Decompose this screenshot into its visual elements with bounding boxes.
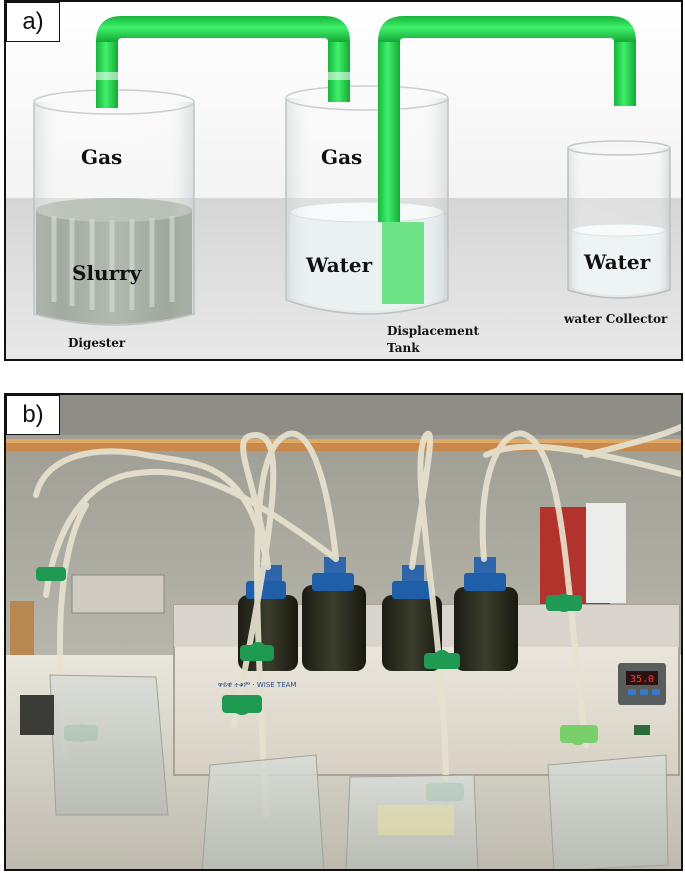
water-collector-beaker <box>567 140 671 299</box>
panel-b-label: b) <box>6 395 60 435</box>
digester-gas-label: Gas <box>81 145 123 169</box>
digester-vessel <box>33 89 195 326</box>
tank-caption-line1: Displacement <box>387 324 479 338</box>
gas-pipe-digester-to-tank <box>94 16 352 108</box>
tank-caption-line2: Tank <box>387 341 420 355</box>
panel-a-schematic: a) Gas Slurry Digester Gas Water Displac… <box>4 0 683 361</box>
tank-gas-label: Gas <box>321 145 363 169</box>
gas-collection-bags <box>49 674 669 869</box>
temperature-display-readout: 35.0 <box>630 674 654 685</box>
tank-water-label: Water <box>306 253 373 277</box>
power-box <box>20 695 54 735</box>
bag-printed-text: ዋይዊ ተቁም · WISE TEAM <box>218 681 296 689</box>
panel-b-photo: 35.0 <box>4 393 683 871</box>
schematic-drawing <box>6 2 681 359</box>
digester-bottles <box>238 557 518 671</box>
digester-slurry-label: Slurry <box>72 261 142 285</box>
water-pipe-tank-to-collector <box>378 16 636 304</box>
panel-a-label: a) <box>6 2 60 42</box>
collector-caption: water Collector <box>564 312 668 326</box>
lab-setup-photo: 35.0 <box>6 395 681 869</box>
collector-water-label: Water <box>584 250 651 274</box>
digester-caption: Digester <box>68 336 126 350</box>
